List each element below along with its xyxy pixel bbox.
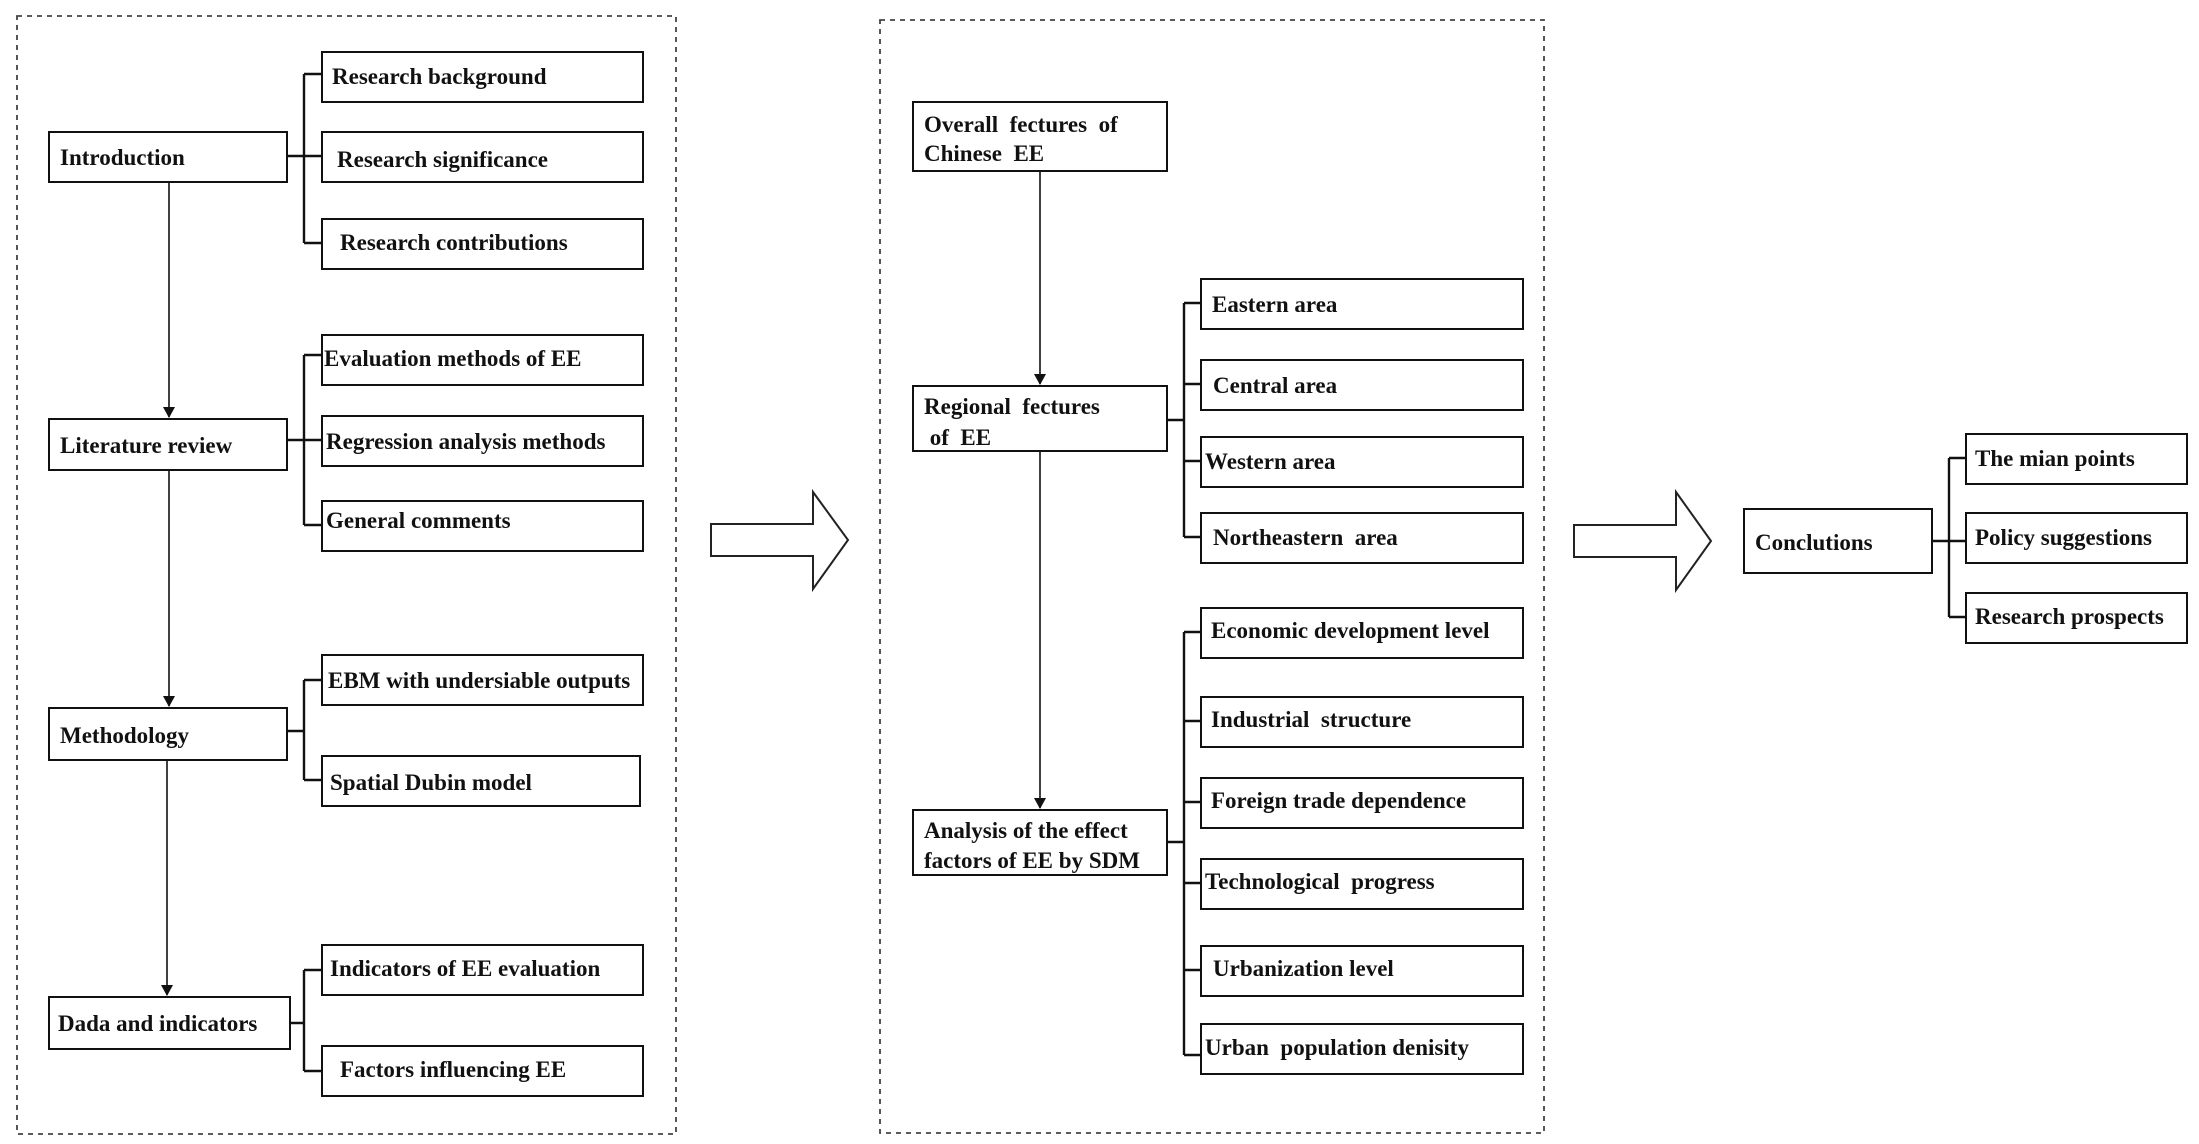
overall-features-line-1: Overall fectures of: [924, 112, 1118, 137]
regional-features-line-1: Regional fectures: [924, 394, 1100, 419]
sub-box-industrial-structure: Industrial structure: [1200, 696, 1524, 748]
sub-box-foreign-trade: Foreign trade dependence: [1200, 777, 1524, 829]
sub-box-regression-methods: Regression analysis methods: [321, 415, 644, 467]
bracket-analysis: [1167, 630, 1201, 1057]
sub-label: Research significance: [337, 147, 548, 172]
sub-box-research-background: Research background: [321, 51, 644, 103]
bracket-conclusions: [1932, 456, 1966, 619]
sub-label: Foreign trade dependence: [1211, 788, 1466, 813]
sub-box-spatial-dubin: Spatial Dubin model: [321, 755, 641, 807]
sub-box-evaluation-methods: Evaluation methods of EE: [321, 334, 644, 386]
methodology-box: Methodology: [48, 707, 288, 761]
sub-label: EBM with undersiable outputs: [328, 668, 630, 693]
sub-box-northeastern-area: Northeastern area: [1200, 512, 1524, 564]
sub-box-indicators: Indicators of EE evaluation: [321, 944, 644, 996]
introduction-box: Introduction: [48, 131, 288, 183]
bracket-literature: [287, 353, 322, 527]
sub-box-western-area: Western area: [1200, 436, 1524, 488]
bracket-methodology: [287, 678, 322, 782]
sub-box-research-prospects: Research prospects: [1965, 592, 2188, 644]
sub-box-ebm: EBM with undersiable outputs: [321, 654, 644, 706]
analysis-sdm-line-2: factors of EE by SDM: [924, 848, 1140, 873]
sub-label: Urbanization level: [1213, 956, 1394, 981]
sub-box-urban-population-density: Urban population denisity: [1200, 1023, 1524, 1075]
sub-label: Technological progress: [1205, 869, 1435, 894]
sub-label: Central area: [1213, 373, 1338, 398]
sub-label: General comments: [326, 508, 511, 533]
bracket-data: [290, 968, 322, 1073]
sub-box-factors: Factors influencing EE: [321, 1045, 644, 1097]
bracket-regional: [1167, 301, 1201, 539]
sub-label: Factors influencing EE: [340, 1057, 566, 1082]
sub-box-economic-development: Economic development level: [1200, 607, 1524, 659]
sub-box-policy-suggestions: Policy suggestions: [1965, 512, 2188, 564]
sub-box-main-points: The mian points: [1965, 433, 2188, 485]
introduction-title: Introduction: [60, 145, 185, 170]
sub-label: Economic development level: [1211, 618, 1490, 643]
methodology-title: Methodology: [60, 723, 190, 748]
sub-label: Regression analysis methods: [326, 429, 605, 454]
sub-label: Industrial structure: [1211, 707, 1411, 732]
overall-features-box: Overall fectures of Chinese EE: [912, 101, 1168, 172]
regional-features-line-2: of EE: [924, 425, 991, 450]
sub-label: Western area: [1205, 449, 1336, 474]
sub-label: Urban population denisity: [1205, 1035, 1469, 1060]
data-indicators-box: Dada and indicators: [48, 996, 291, 1050]
literature-review-title: Literature review: [60, 433, 233, 458]
sub-label: Research contributions: [340, 230, 568, 255]
overall-features-line-2: Chinese EE: [924, 141, 1044, 166]
sub-label: The mian points: [1975, 446, 2135, 471]
analysis-sdm-box: Analysis of the effect factors of EE by …: [912, 809, 1168, 876]
sub-box-technological-progress: Technological progress: [1200, 858, 1524, 910]
bracket-introduction: [287, 72, 322, 245]
sub-label: Spatial Dubin model: [330, 770, 532, 795]
sub-label: Indicators of EE evaluation: [330, 956, 600, 981]
flow-arrow-right: [1573, 488, 1713, 594]
panel-frame-middle: [879, 19, 1545, 1134]
sub-label: Northeastern area: [1213, 525, 1398, 550]
sub-box-general-comments: General comments: [321, 500, 644, 552]
sub-label: Eastern area: [1212, 292, 1338, 317]
conclusions-box: Conclutions: [1743, 508, 1933, 574]
sub-box-central-area: Central area: [1200, 359, 1524, 411]
analysis-sdm-line-1: Analysis of the effect: [924, 818, 1128, 843]
literature-review-box: Literature review: [48, 418, 288, 471]
conclusions-title: Conclutions: [1755, 530, 1873, 555]
sub-box-eastern-area: Eastern area: [1200, 278, 1524, 330]
regional-features-box: Regional fectures of EE: [912, 385, 1168, 452]
data-indicators-title: Dada and indicators: [58, 1011, 257, 1036]
sub-label: Research background: [332, 64, 547, 89]
sub-label: Research prospects: [1975, 604, 2164, 629]
sub-box-research-contributions: Research contributions: [321, 218, 644, 270]
sub-box-urbanization-level: Urbanization level: [1200, 945, 1524, 997]
flow-arrow-left: [710, 488, 850, 593]
sub-label: Policy suggestions: [1975, 525, 2152, 550]
panel-frame-left: [16, 15, 677, 1135]
sub-label: Evaluation methods of EE: [324, 346, 582, 371]
sub-box-research-significance: Research significance: [321, 131, 644, 183]
